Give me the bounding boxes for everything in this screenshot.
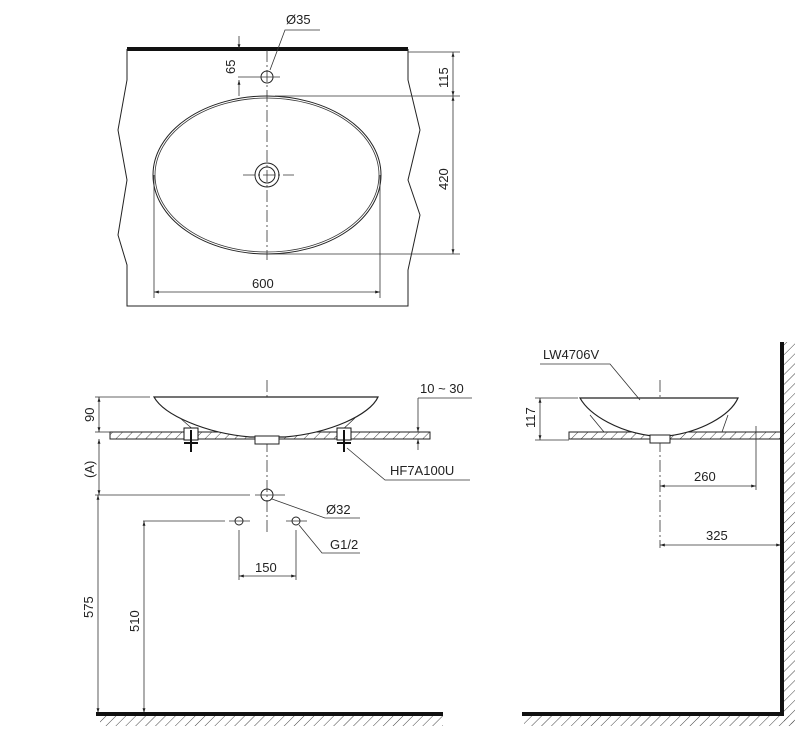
side-drain-outlet xyxy=(649,434,671,444)
mounting-part-leader xyxy=(346,447,470,481)
dim-edge-to-hole-label: 65 xyxy=(223,60,238,74)
side-basin-profile xyxy=(578,397,739,437)
dim-a-label: (A) xyxy=(82,461,97,478)
top-view: Ø35 65 115 420 600 xyxy=(117,12,460,307)
wall-hatch xyxy=(784,342,795,724)
dim-basin-height-label: 90 xyxy=(82,408,97,422)
mounting-bolt-right-icon xyxy=(336,427,352,452)
mounting-bolt-left-icon xyxy=(183,427,199,452)
dim-counter-thickness-label: 10 ~ 30 xyxy=(420,381,464,396)
mounting-part-label: HF7A100U xyxy=(390,463,454,478)
model-leader xyxy=(540,363,641,401)
drain-outlet xyxy=(254,435,280,445)
front-view: 90 (A) 10 ~ 30 HF7A100U Ø32 G1/2 150 575 xyxy=(81,380,472,726)
model-label: LW4706V xyxy=(543,347,599,362)
dim-edge-to-basin-label: 115 xyxy=(436,67,451,88)
side-floor-hatch xyxy=(524,716,794,726)
basin-profile xyxy=(152,396,379,438)
drain-inner-icon xyxy=(258,166,276,184)
drain-diameter-label: Ø32 xyxy=(326,502,351,517)
dim-supply-height-label: 510 xyxy=(127,610,142,632)
dim-drain-height-label: 575 xyxy=(81,596,96,618)
supply-thread-label: G1/2 xyxy=(330,537,358,552)
dim-basin-depth-label: 420 xyxy=(436,168,451,190)
countertop-outline xyxy=(117,49,421,307)
faucet-hole-diameter-label: Ø35 xyxy=(286,12,311,27)
dim-center-to-wall-label: 325 xyxy=(706,528,728,543)
floor-hatch xyxy=(100,716,443,726)
drain-outer-icon xyxy=(254,162,280,188)
dim-center-to-edge-label: 260 xyxy=(694,469,716,484)
dim-supply-spacing-label: 150 xyxy=(255,560,277,575)
side-view: LW4706V 117 260 325 xyxy=(522,342,795,726)
faucet-hole-leader xyxy=(269,29,320,71)
dim-basin-width-label: 600 xyxy=(252,276,274,291)
dim-total-height-label: 117 xyxy=(523,407,538,428)
